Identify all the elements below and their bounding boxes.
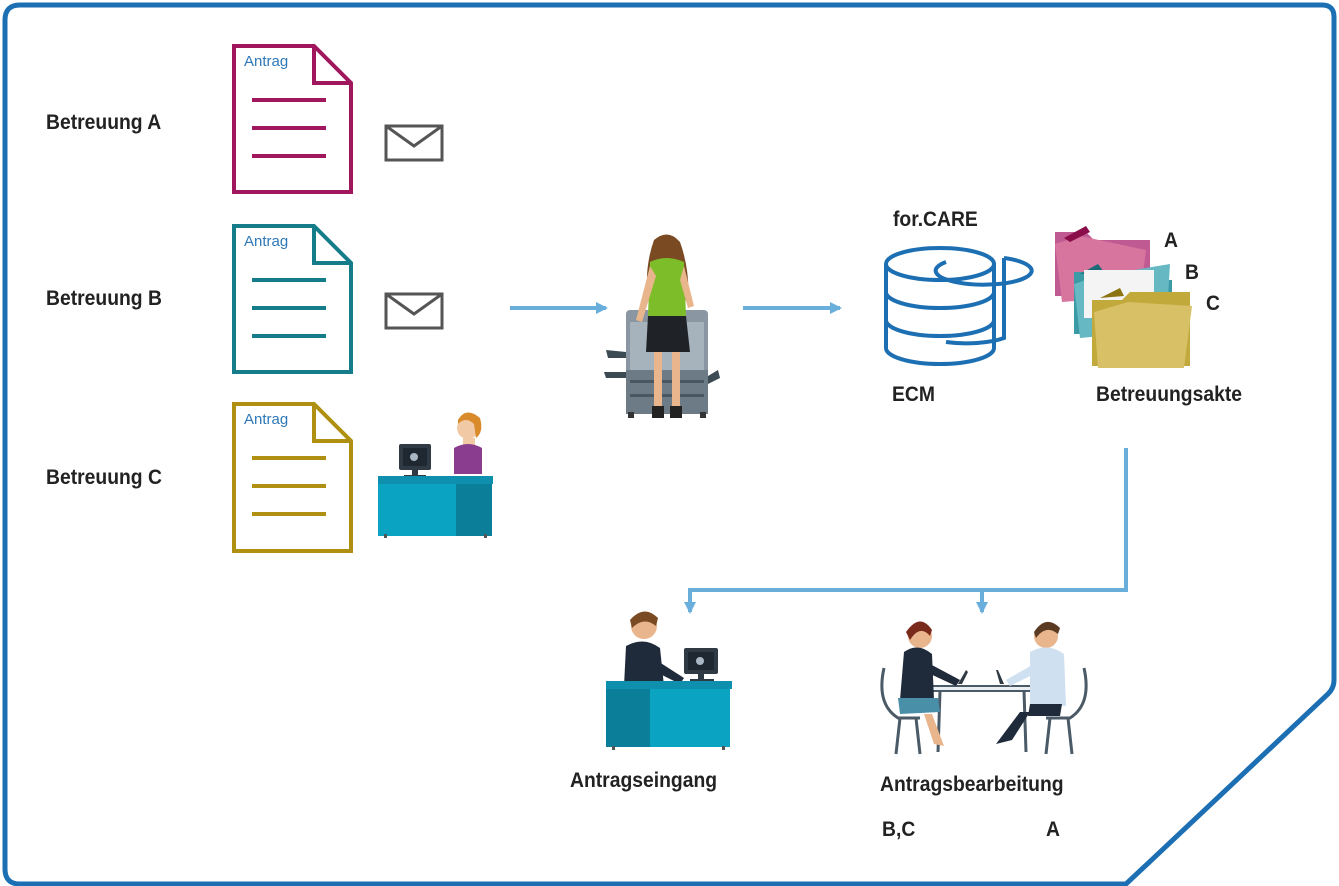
document-c-label: Antrag	[244, 411, 289, 428]
envelope-icon	[384, 292, 444, 330]
folder-letter-b: B	[1185, 261, 1199, 284]
folder-caption: Betreuungsakte	[1096, 383, 1243, 406]
document-b-label: Antrag	[244, 233, 289, 250]
system-top-label: for.CARE	[893, 208, 978, 231]
document-c-icon	[232, 402, 353, 553]
intake-label: Antragseingang	[570, 769, 718, 792]
document-a-icon	[232, 44, 353, 194]
clerk-at-desk-icon	[606, 611, 732, 750]
system-bottom-label: ECM	[892, 383, 935, 406]
meeting-table-icon	[880, 621, 1088, 755]
woman-at-scanner-icon	[604, 234, 720, 418]
processing-label: Antragsbearbeitung	[880, 773, 1064, 796]
document-b-icon	[232, 224, 353, 374]
document-a-label: Antrag	[244, 53, 289, 70]
folder-stack-icon	[1055, 226, 1192, 368]
envelope-icon	[384, 124, 444, 162]
row-label-betreuung-b: Betreuung B	[46, 287, 162, 310]
processing-left-cases: B,C	[882, 818, 916, 841]
processing-right-cases: A	[1046, 818, 1060, 841]
database-icon	[884, 246, 1034, 366]
row-label-betreuung-a: Betreuung A	[46, 111, 162, 134]
folder-letter-c: C	[1206, 292, 1220, 315]
distribution-connector	[684, 448, 1128, 614]
desk-worker-icon	[378, 412, 493, 538]
folder-letter-a: A	[1164, 229, 1178, 252]
row-label-betreuung-c: Betreuung C	[46, 466, 162, 489]
